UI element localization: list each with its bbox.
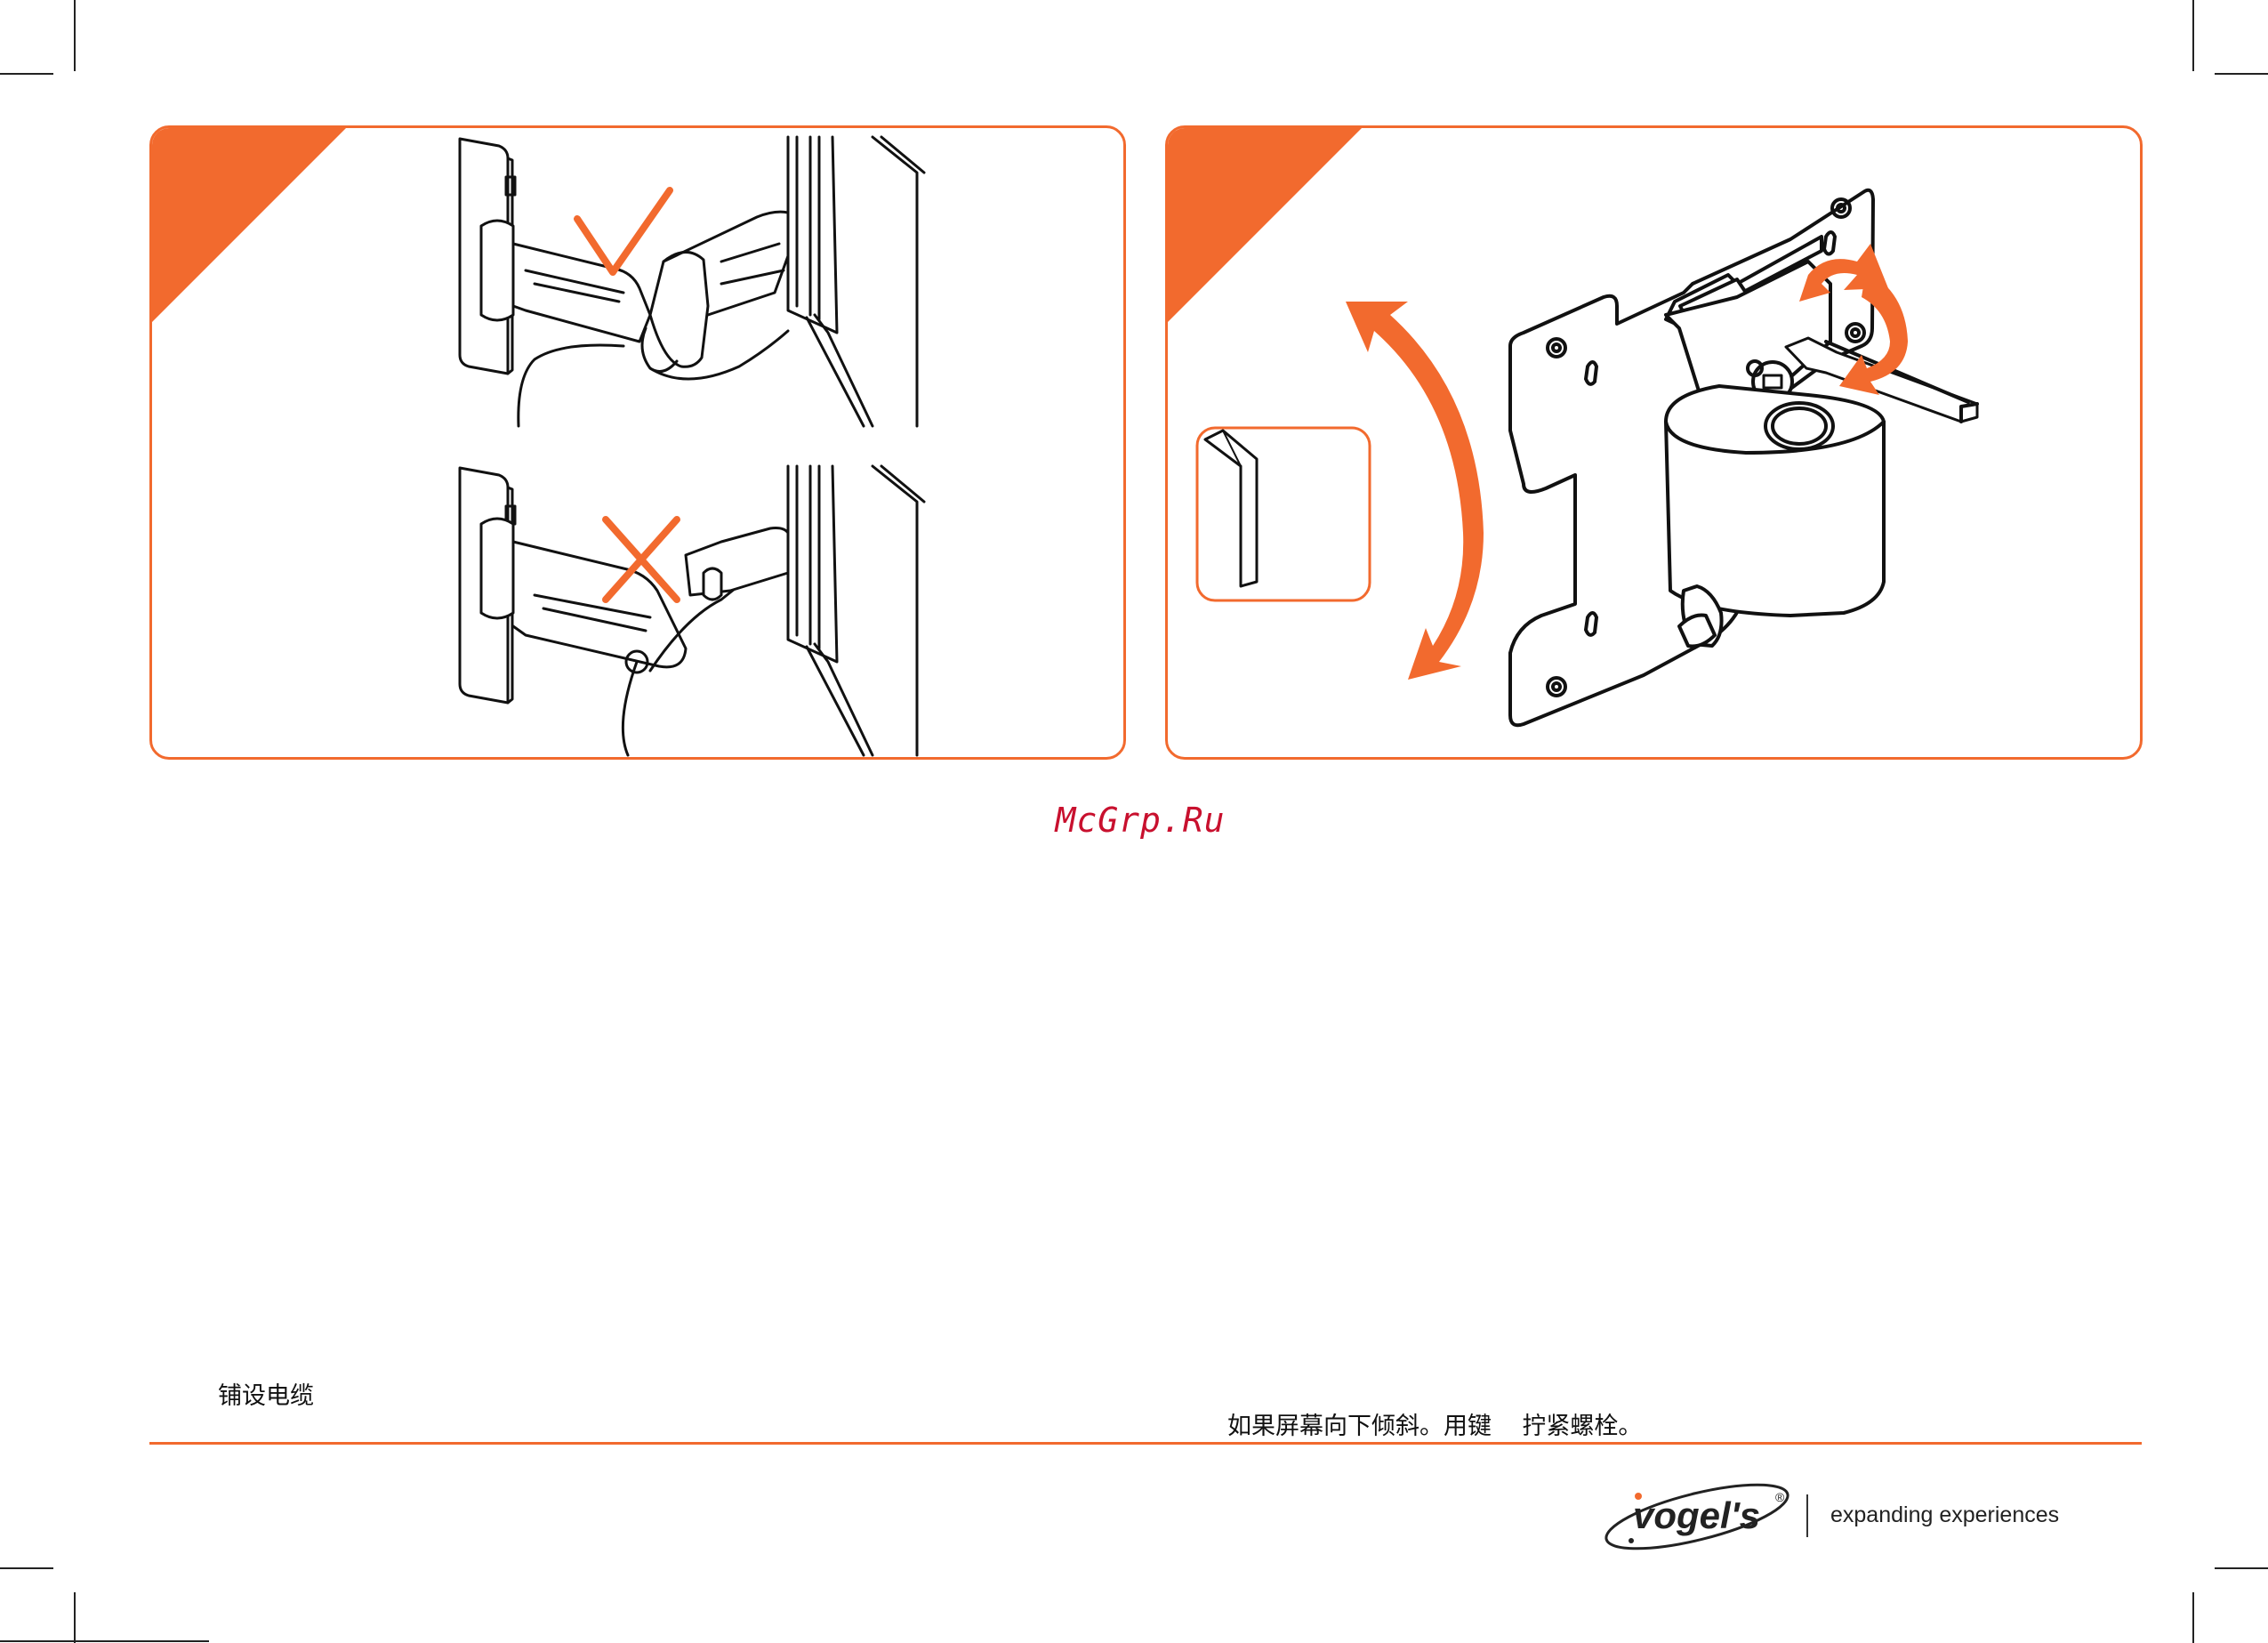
crop-mark — [2192, 1592, 2194, 1643]
crop-mark — [2192, 0, 2194, 71]
crop-mark — [2215, 73, 2268, 75]
crop-mark — [0, 1640, 209, 1642]
correct-check-icon — [577, 190, 670, 272]
crop-mark — [2215, 1567, 2268, 1569]
crop-mark — [74, 1592, 76, 1643]
crop-mark — [0, 73, 53, 75]
svg-text:vogel's: vogel's — [1633, 1494, 1760, 1536]
wall-arm-illustration — [152, 128, 1123, 757]
svg-text:®: ® — [1775, 1490, 1785, 1504]
tilt-adjust-panel — [1165, 125, 2143, 760]
wrong-cross-icon — [606, 519, 677, 600]
caption-cable-routing: 铺设电缆 — [218, 1376, 314, 1411]
wrong-routing-figure — [460, 466, 924, 755]
crop-mark — [0, 1567, 53, 1569]
correct-routing-figure — [460, 137, 924, 426]
caption-tilt-adjust: 如果屏幕向下倾斜。用键 拧紧螺栓。 — [1227, 1406, 1642, 1441]
logo-divider — [1806, 1494, 1808, 1537]
tilt-mount-illustration — [1168, 128, 2140, 757]
watermark-text: McGrp.Ru — [1051, 801, 1229, 840]
footer-rule — [149, 1442, 2142, 1445]
cable-routing-panel — [149, 125, 1126, 760]
crop-mark — [74, 0, 76, 71]
vogels-logo: vogel's ® — [1597, 1477, 1802, 1557]
tagline: expanding experiences — [1830, 1502, 2059, 1528]
